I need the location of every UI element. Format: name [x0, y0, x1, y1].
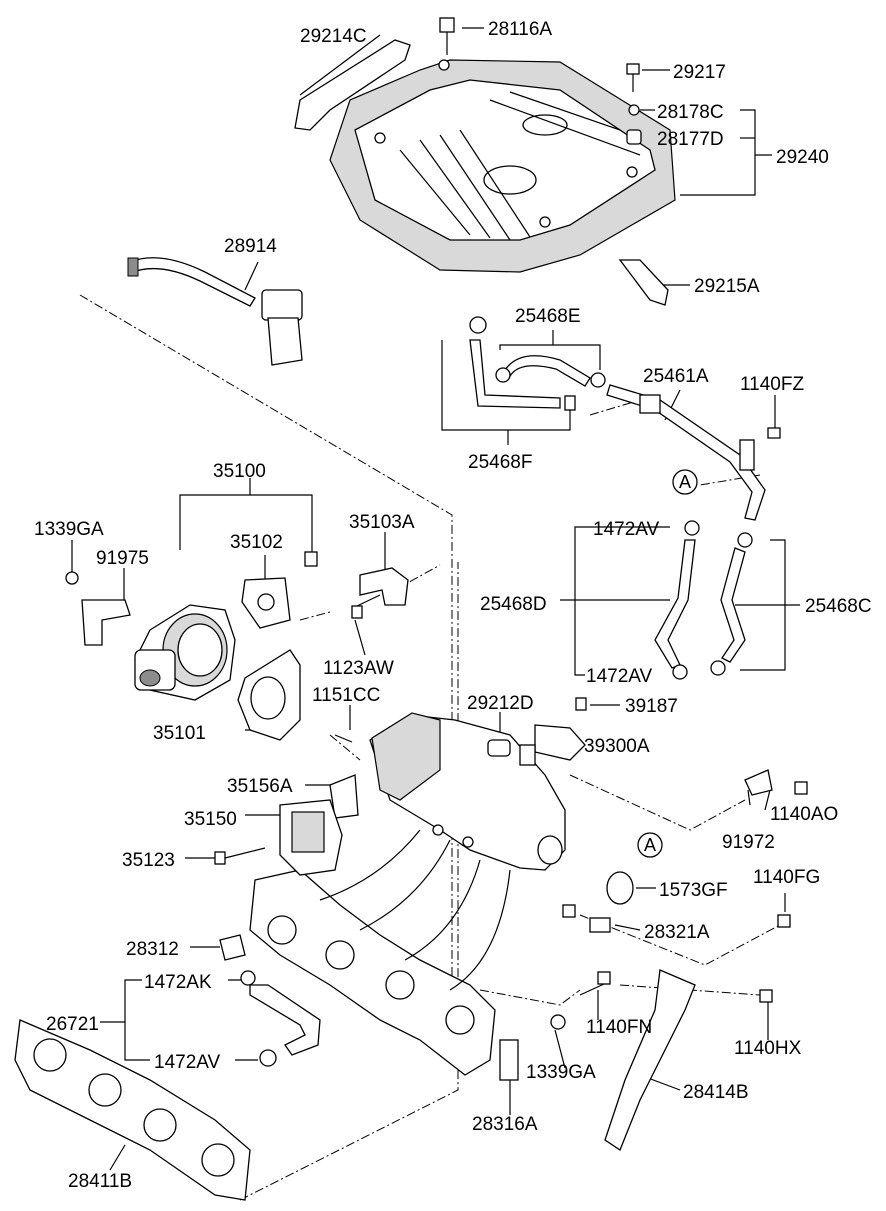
- label-1472ak: 1472AK: [144, 972, 212, 993]
- label-28178c: 28178C: [657, 102, 724, 123]
- breather-hoses-upper: [469, 316, 781, 521]
- idle-air-control-35150: [279, 799, 343, 876]
- pipe-29212d: [487, 739, 511, 757]
- throttle-body-35100: [134, 604, 236, 701]
- bolt-1140fn: [579, 971, 611, 996]
- bracket-28316a: [499, 1039, 519, 1081]
- label-28414b: 28414B: [683, 1082, 749, 1103]
- bolt-1140ao: [794, 781, 808, 795]
- bracket-91975: [81, 599, 131, 646]
- label-28312: 28312: [126, 939, 179, 960]
- label-25461a: 25461A: [643, 366, 709, 387]
- label-39187: 39187: [625, 696, 678, 717]
- label-91975: 91975: [96, 548, 149, 569]
- label-26721: 26721: [46, 1014, 99, 1035]
- label-28411b: 28411B: [68, 1171, 132, 1192]
- label-25468d: 25468D: [480, 594, 547, 615]
- label-28914: 28914: [224, 236, 277, 257]
- label-1140fz: 1140FZ: [740, 374, 804, 395]
- label-29214c: 29214C: [300, 26, 367, 47]
- label-35123: 35123: [122, 850, 175, 871]
- stud-1151cc: [334, 734, 353, 743]
- throttle-position-sensor-35102: [241, 551, 318, 629]
- label-1140fn: 1140FN: [586, 1017, 652, 1038]
- label-35103a: 35103A: [349, 512, 415, 533]
- label-35150: 35150: [184, 809, 237, 830]
- map-sensor-39300a: [519, 697, 587, 766]
- cover-bracket-left: [294, 39, 411, 131]
- bolt-1123aw: [351, 594, 381, 619]
- label-29215a: 29215A: [694, 276, 760, 297]
- label-1472av-bot: 1472AV: [154, 1052, 221, 1073]
- label-1140hx: 1140HX: [734, 1038, 802, 1059]
- label-35102: 35102: [230, 532, 283, 553]
- part-labels: 29214C 28116A 29217 28178C 28177D 29240 …: [34, 19, 872, 1192]
- callout-a-lower-text: A: [644, 835, 656, 855]
- manifold-stay-28414b: [604, 969, 696, 1151]
- label-35156a: 35156A: [227, 776, 293, 797]
- washer-28178c: [628, 104, 640, 116]
- label-1140fg: 1140FG: [753, 867, 820, 888]
- intake-manifold-26721: [249, 712, 566, 1076]
- bracket-35103a: [359, 567, 409, 606]
- label-1573gf: 1573GF: [659, 880, 728, 901]
- label-35101: 35101: [153, 723, 206, 744]
- bolt-1140fg: [777, 914, 791, 928]
- label-25468c: 25468C: [805, 596, 872, 617]
- engine-cover: [329, 59, 676, 273]
- nut-1339ga-top: [65, 571, 79, 585]
- exhaust-gasket-28411b: [14, 1019, 251, 1201]
- grommet-28177d: [626, 129, 642, 145]
- label-29212d: 29212D: [467, 693, 534, 714]
- label-1472av-mid: 1472AV: [586, 666, 653, 687]
- label-1140ao: 1140AO: [770, 804, 838, 825]
- label-91972: 91972: [722, 832, 775, 853]
- label-39300a: 39300A: [584, 736, 650, 757]
- label-28321a: 28321A: [644, 922, 710, 943]
- bolt-29217: [626, 63, 640, 92]
- callout-a-lower: A: [637, 832, 663, 858]
- bracket-91972: [744, 769, 773, 796]
- label-1472av-top: 1472AV: [593, 519, 660, 540]
- label-29240: 29240: [776, 147, 829, 168]
- label-28116a: 28116A: [488, 19, 552, 40]
- label-28177d: 28177D: [657, 129, 724, 150]
- label-25468f: 25468F: [468, 452, 532, 473]
- label-1339ga-bot: 1339GA: [526, 1062, 596, 1083]
- sensor-28321a: [562, 904, 611, 933]
- bolt-1140hx: [759, 989, 773, 1003]
- gasket-35156a: [329, 774, 359, 819]
- bolt-28116a: [439, 17, 455, 55]
- label-1151cc: 1151CC: [312, 685, 380, 706]
- label-25468e: 25468E: [515, 306, 581, 327]
- label-1123aw: 1123AW: [323, 658, 394, 679]
- bolt-35123: [214, 847, 266, 865]
- callout-a-upper: A: [672, 469, 698, 495]
- label-28316a: 28316A: [472, 1114, 538, 1135]
- fitting-28312: [219, 934, 246, 961]
- lower-vacuum-hose: [240, 970, 321, 1067]
- breather-hoses-lower: [654, 520, 753, 680]
- nut-1339ga-bottom: [550, 1014, 566, 1030]
- pcv-hose-28914: [127, 257, 303, 366]
- label-35100: 35100: [213, 461, 266, 482]
- cover-bracket-right: [618, 259, 669, 306]
- label-1339ga-top: 1339GA: [34, 519, 104, 540]
- label-29217: 29217: [673, 62, 726, 83]
- o-ring-1573gf: [606, 871, 634, 905]
- callout-a-upper-text: A: [679, 472, 691, 492]
